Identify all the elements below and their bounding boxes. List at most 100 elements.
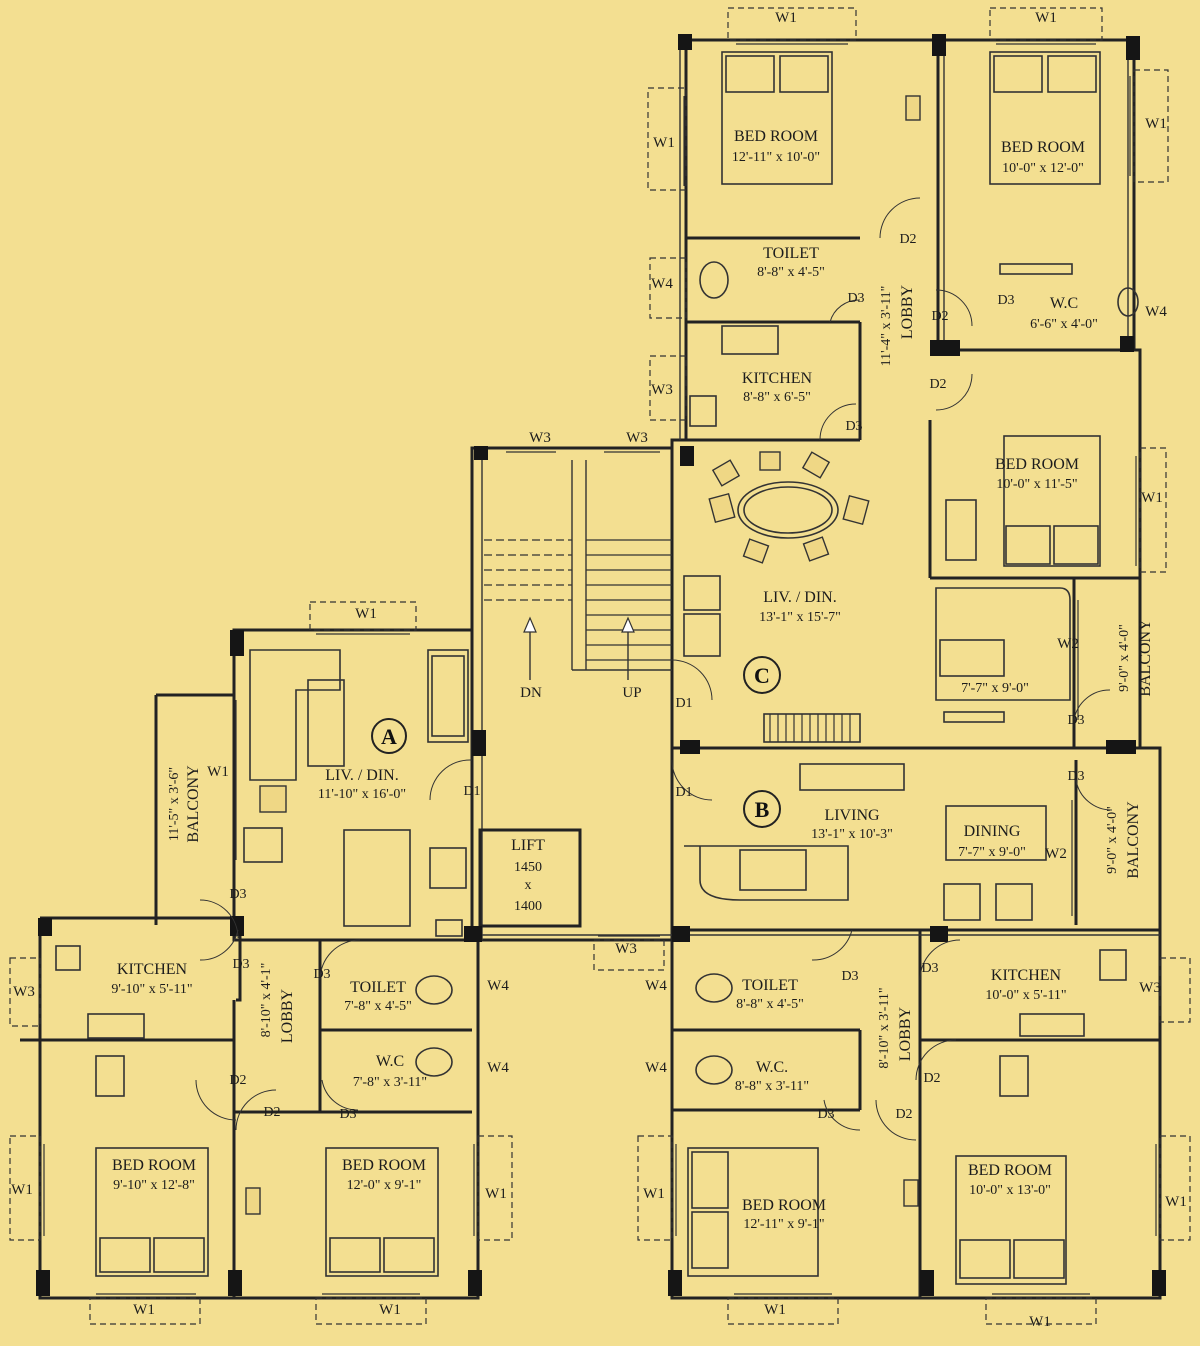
tag-w4-c-wc: W4: [1145, 304, 1167, 320]
tag-d1-c: D1: [675, 696, 692, 711]
b-bed2-size: 10'-0" x 13'-0": [969, 1183, 1051, 1198]
tag-d2-c-bed2: D2: [931, 309, 948, 324]
b-bed2-name: BED ROOM: [968, 1162, 1052, 1179]
tag-d3-c-kitchen: D3: [845, 419, 862, 434]
tag-d2-a-bed2: D2: [263, 1105, 280, 1120]
window-marks: [43, 43, 1157, 1295]
tag-w1-b-bed1-south: W1: [764, 1302, 786, 1318]
stair-down-label: DN: [520, 685, 542, 701]
tag-d3-b-wc: D3: [817, 1107, 834, 1122]
a-balcony-name: BALCONY: [185, 765, 202, 843]
b-dining-size: 7'-7" x 9'-0": [958, 845, 1026, 860]
c-livdin-size: 13'-1" x 15'-7": [759, 610, 841, 625]
a-livdin-size: 11'-10" x 16'-0": [318, 787, 406, 802]
door-swings: [195, 197, 1113, 1141]
tag-w4-b-toilet: W4: [645, 978, 667, 994]
tag-w1-c-bed3: W1: [1141, 490, 1163, 506]
unit-a-circle: [371, 718, 407, 754]
core-labels: LIFT 1450 x 1400 DN UP: [511, 685, 641, 914]
tag-w2-b: W2: [1045, 846, 1067, 862]
tag-w4-c-toilet: W4: [651, 276, 673, 292]
tag-w1-b-bed2-east: W1: [1165, 1194, 1187, 1210]
tag-w1-b-bed2-south: W1: [1029, 1314, 1051, 1330]
tag-w1-c-bed1: W1: [775, 10, 797, 26]
tag-d3-c-toilet: D3: [847, 291, 864, 306]
b-lobby-size: 8'-10" x 3'-11": [877, 987, 892, 1068]
tag-d3-a-wc: D3: [339, 1107, 356, 1122]
staircase: [484, 460, 672, 680]
b-dining-name: DINING: [964, 823, 1021, 840]
c-lobby-name: LOBBY: [899, 284, 916, 339]
tag-d2-c-bed1: D2: [899, 232, 916, 247]
tag-d2-b-bed1: D2: [895, 1107, 912, 1122]
b-kitchen-size: 10'-0" x 5'-11": [985, 988, 1066, 1003]
a-bed1-name: BED ROOM: [112, 1157, 196, 1174]
c-toilet-name: TOILET: [763, 245, 819, 262]
tag-w3-c-kitchen: W3: [651, 382, 673, 398]
b-bed1-size: 12'-11" x 9'-1": [743, 1217, 824, 1232]
tag-w1-a-bed1-south: W1: [133, 1302, 155, 1318]
b-bed1-name: BED ROOM: [742, 1197, 826, 1214]
tag-d2-b-bed2: D2: [923, 1071, 940, 1086]
tag-d3-b-toilet: D3: [841, 969, 858, 984]
c-livdin-name: LIV. / DIN.: [763, 589, 836, 606]
a-lobby-size: 8'-10" x 4'-1": [259, 963, 274, 1038]
tag-w4-a-toilet: W4: [487, 978, 509, 994]
unit-b-circle: [743, 790, 781, 828]
a-kitchen-name: KITCHEN: [117, 961, 188, 978]
tag-d3-a-balcony: D3: [229, 887, 246, 902]
tag-w3-stair-b: W3: [626, 430, 648, 446]
door-tags: D2 D3 D3 D2 D2 D3 D1 D3 D3 D1 D1 D3 D3 D…: [229, 232, 1084, 1122]
tag-w1-c-bed2: W1: [1035, 10, 1057, 26]
unit-b-room-labels: LIVING 13'-1" x 10'-3" DINING 7'-7" x 9'…: [735, 801, 1142, 1232]
tag-d3-c-wc: D3: [997, 293, 1014, 308]
c-bed3-name: BED ROOM: [995, 456, 1079, 473]
tag-w1-b-bed1-west: W1: [643, 1186, 665, 1202]
tag-w4-b-wc: W4: [645, 1060, 667, 1076]
c-bed1-size: 12'-11" x 10'-0": [732, 150, 820, 165]
unit-c-label: C: [754, 663, 770, 688]
c-sitout-size: 7'-7" x 9'-0": [961, 681, 1029, 696]
c-bed1-name: BED ROOM: [734, 128, 818, 145]
unit-markers: C A B: [371, 656, 781, 828]
lift-depth: 1400: [514, 899, 542, 914]
c-balcony-name: BALCONY: [1137, 619, 1154, 697]
lift-width: 1450: [514, 860, 542, 875]
window-projections: [9, 7, 1191, 1325]
b-living-name: LIVING: [824, 807, 880, 824]
tag-d2-a-bed1: D2: [229, 1073, 246, 1088]
c-wc-name: W.C: [1050, 295, 1078, 312]
b-toilet-size: 8'-8" x 4'-5": [736, 997, 804, 1012]
a-bed2-size: 12'-0" x 9'-1": [347, 1178, 422, 1193]
b-kitchen-name: KITCHEN: [991, 967, 1062, 984]
a-toilet-name: TOILET: [350, 979, 406, 996]
a-lobby-name: LOBBY: [279, 988, 296, 1043]
unit-a-room-labels: LIV. / DIN. 11'-10" x 16'-0" BALCONY 11'…: [111, 765, 427, 1193]
stair-up-label: UP: [622, 685, 641, 701]
tag-d3-c-balcony: D3: [1067, 713, 1084, 728]
tag-w1-a-balcony: W1: [207, 764, 229, 780]
c-bed2-name: BED ROOM: [1001, 139, 1085, 156]
a-kitchen-size: 9'-10" x 5'-11": [111, 982, 192, 997]
tag-d1-b: D1: [675, 785, 692, 800]
unit-b-label: B: [755, 797, 770, 822]
c-bed3-size: 10'-0" x 11'-5": [996, 477, 1077, 492]
a-wc-size: 7'-8" x 3'-11": [353, 1075, 427, 1090]
b-living-size: 13'-1" x 10'-3": [811, 827, 893, 842]
window-tags: W1 W1 W1 W1 W4 W4 W3 W3 W3 W1 W2 W1 W1 W…: [11, 10, 1187, 1330]
unit-c-circle: [743, 656, 781, 694]
c-balcony-size: 9'-0" x 4'-0": [1117, 624, 1132, 692]
c-kitchen-name: KITCHEN: [742, 370, 813, 387]
tag-w3-stair-south: W3: [615, 941, 637, 957]
tag-w3-stair-a: W3: [529, 430, 551, 446]
tag-d3-a-kitchen: D3: [232, 957, 249, 972]
a-wc-name: W.C: [376, 1053, 404, 1070]
b-balcony-size: 9'-0" x 4'-0": [1105, 806, 1120, 874]
tag-d3-b-balcony: D3: [1067, 769, 1084, 784]
unit-c-room-labels: BED ROOM 12'-11" x 10'-0" BED ROOM 10'-0…: [732, 128, 1154, 697]
tag-d1-a: D1: [463, 784, 480, 799]
tag-d3-b-kitchen: D3: [921, 961, 938, 976]
tag-d3-a-toilet: D3: [313, 967, 330, 982]
